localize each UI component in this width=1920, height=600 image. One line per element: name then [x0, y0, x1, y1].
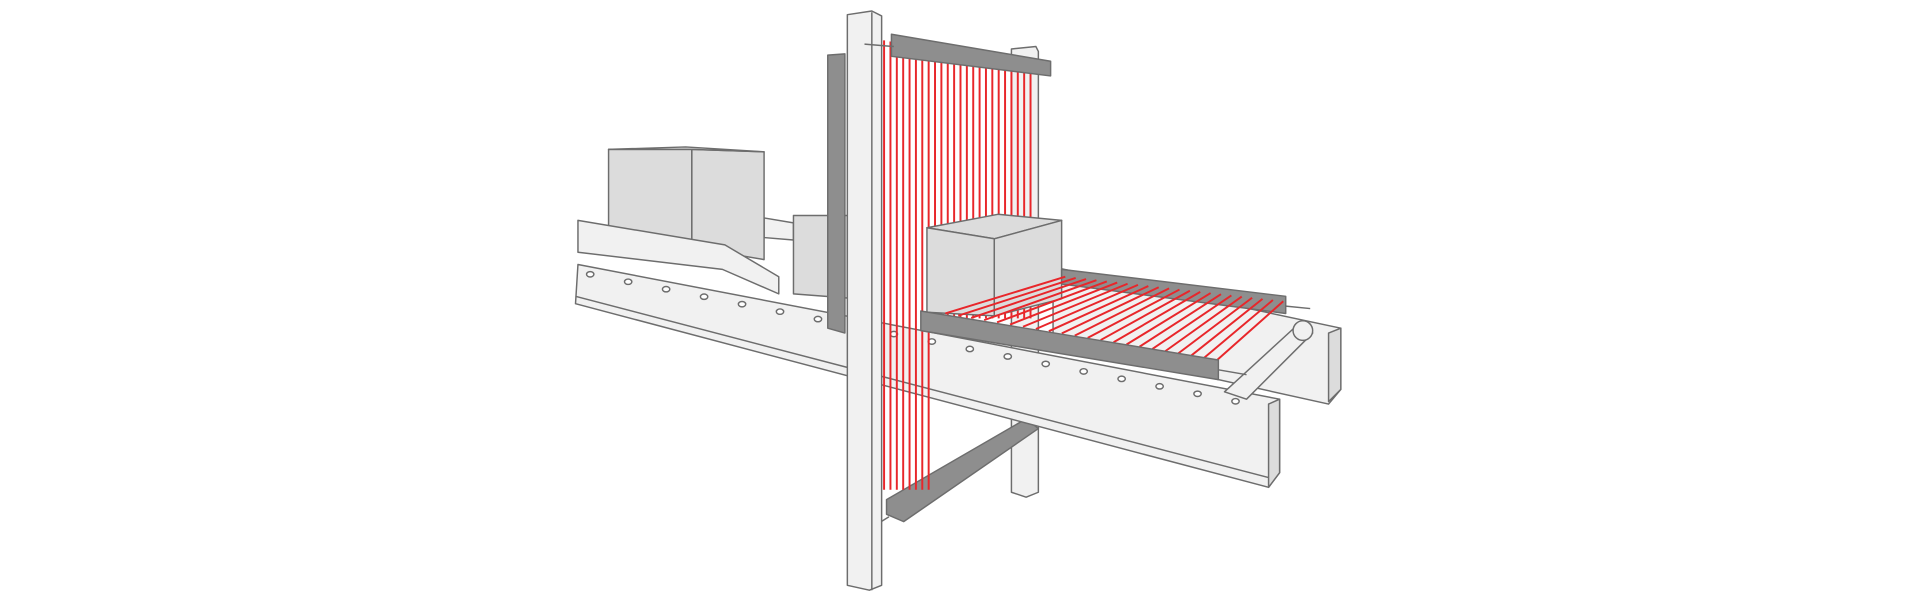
roller-end [585, 270, 595, 278]
end-rollers [1223, 320, 1314, 400]
horizontal-beam [1035, 283, 1139, 330]
roller-end [965, 345, 975, 353]
horizontal-beam [1074, 287, 1170, 337]
roller-end [623, 278, 633, 286]
side-guard [577, 219, 780, 295]
horizontal-beam [1100, 289, 1191, 341]
horizontal-beam [1061, 286, 1160, 335]
roller-end [661, 285, 671, 293]
vertical-light-beams [883, 40, 1032, 490]
roller-end [1193, 390, 1202, 398]
horizontal-beam [1216, 300, 1284, 361]
box-left [607, 146, 765, 261]
roller-end [737, 300, 747, 308]
roller-end [1079, 367, 1089, 375]
horizontal-beam [1087, 288, 1180, 339]
horizontal-beam [957, 276, 1076, 317]
back-horizontal-sensor-bar [1060, 268, 1311, 315]
horizontal-beam [1151, 294, 1232, 350]
horizontal-beam [1048, 285, 1149, 333]
roller-end [1231, 397, 1240, 405]
horizontal-beam [1113, 291, 1201, 344]
horizontal-beam [996, 280, 1108, 324]
horizontal-beam [1190, 298, 1264, 357]
roller-end [1003, 353, 1013, 360]
horizontal-beam [1177, 296, 1253, 355]
horizontal-light-beams [945, 275, 1284, 361]
main-pillar [846, 10, 883, 591]
horizontal-beam [1009, 281, 1118, 326]
roller-end [1155, 382, 1164, 390]
horizontal-beam [1022, 282, 1128, 328]
horizontal-beam [945, 275, 1066, 315]
roller-end [699, 293, 709, 301]
horizontal-beam [1203, 299, 1274, 359]
roller-end [1041, 360, 1051, 368]
top-emitter-bar [864, 33, 1052, 77]
roller-end [813, 315, 823, 323]
vertical-receiver [827, 53, 846, 334]
horizontal-beam [1164, 295, 1243, 352]
roller-end [775, 308, 785, 316]
horizontal-beam [970, 278, 1087, 319]
horizontal-beam [983, 279, 1097, 322]
horizontal-beam [1138, 293, 1222, 348]
horizontal-beam [1126, 292, 1212, 346]
roller-end [1117, 375, 1127, 383]
front-horizontal-sensor-bar [920, 310, 1247, 381]
